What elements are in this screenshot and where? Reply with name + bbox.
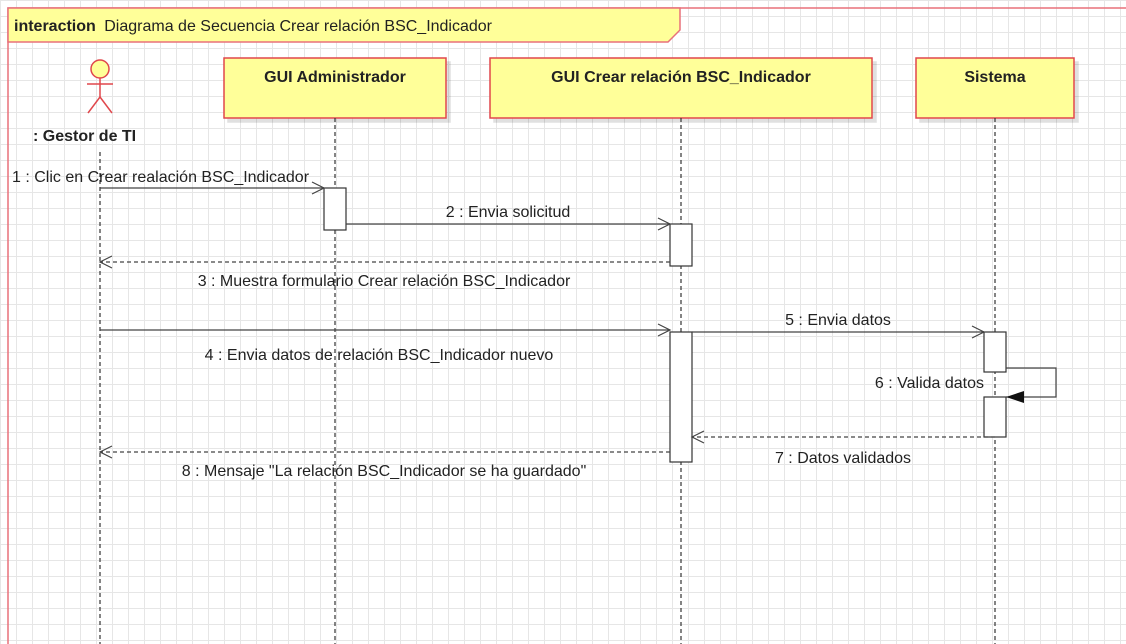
message-1[interactable]: 1 : Clic en Crear realación BSC_Indicado…	[12, 169, 326, 195]
message-label: 8 : Mensaje "La relación BSC_Indicador s…	[182, 463, 587, 480]
message-7[interactable]: 7 : Datos validados	[690, 430, 995, 467]
message-5[interactable]: 5 : Envia datos	[692, 312, 986, 339]
open-arrowhead-icon	[98, 255, 113, 269]
message-label: 6 : Valida datos	[875, 375, 984, 392]
message-label: 7 : Datos validados	[775, 450, 911, 467]
message-3[interactable]: 3 : Muestra formulario Crear relación BS…	[98, 255, 670, 290]
open-arrowhead-icon	[657, 323, 672, 337]
message-6[interactable]: 6 : Valida datos	[875, 367, 1057, 403]
message-label: 1 : Clic en Crear realación BSC_Indicado…	[12, 169, 310, 186]
lifeline-label: GUI Administrador	[264, 69, 406, 86]
message-label: 3 : Muestra formulario Crear relación BS…	[198, 273, 571, 290]
activation-bar	[669, 331, 693, 463]
message-label: 4 : Envia datos de relación BSC_Indicado…	[205, 347, 554, 364]
lifeline-gui-crear-relacion[interactable]: GUI Crear relación BSC_Indicador	[489, 57, 873, 119]
lifeline-gui-administrador[interactable]: GUI Administrador	[223, 57, 447, 119]
frame-title-tab	[7, 7, 681, 43]
activation-bar	[669, 223, 693, 267]
message-2[interactable]: 2 : Envia solicitud	[346, 204, 672, 231]
open-arrowhead-icon	[971, 325, 986, 339]
message-8[interactable]: 8 : Mensaje "La relación BSC_Indicador s…	[98, 445, 670, 480]
actor-name: : Gestor de TI	[33, 128, 136, 145]
activation-bar	[983, 396, 1007, 438]
lifeline-sistema[interactable]: Sistema	[915, 57, 1075, 119]
open-arrowhead-icon	[311, 181, 326, 195]
open-arrowhead-icon	[98, 445, 113, 459]
lifeline-label: GUI Crear relación BSC_Indicador	[551, 69, 811, 86]
open-arrowhead-icon	[657, 217, 672, 231]
frame-title: interaction Diagrama de Secuencia Crear …	[14, 18, 493, 35]
filled-arrowhead-icon	[1006, 391, 1024, 403]
actor-gestor-icon[interactable]	[87, 59, 113, 114]
message-label: 2 : Envia solicitud	[446, 204, 571, 221]
activation-bar	[983, 331, 1007, 373]
message-4[interactable]: 4 : Envia datos de relación BSC_Indicado…	[100, 323, 672, 364]
lifeline-label: Sistema	[964, 69, 1025, 86]
activation-bar	[323, 187, 347, 231]
message-label: 5 : Envia datos	[785, 312, 891, 329]
open-arrowhead-icon	[690, 430, 705, 444]
